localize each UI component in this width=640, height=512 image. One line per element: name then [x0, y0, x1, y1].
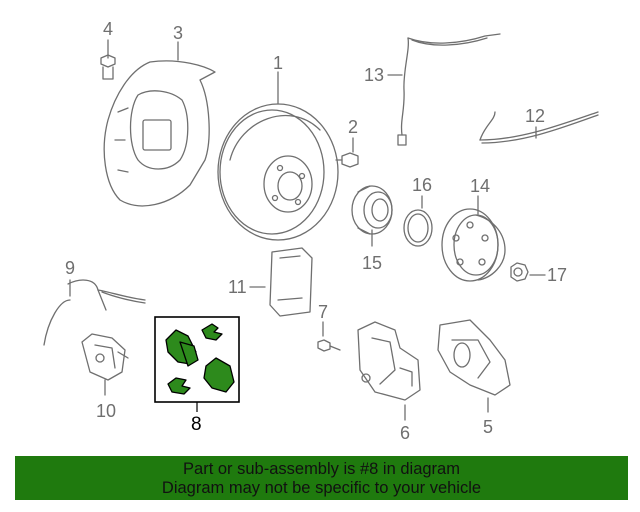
- callout-10: 10: [96, 401, 117, 421]
- axle-nut-part-17: [510, 262, 546, 282]
- callout-5: 5: [483, 417, 494, 437]
- parts-diagram: [43, 33, 599, 421]
- callout-15: 15: [362, 253, 383, 273]
- caliper-part-6: [357, 321, 421, 421]
- wheel-hub-part-14: [441, 195, 506, 282]
- callout-9: 9: [65, 258, 76, 278]
- shim-plate-part-11: [249, 247, 313, 317]
- callout-6: 6: [400, 423, 411, 443]
- caliper-part-5: [437, 319, 511, 413]
- callout-13: 13: [364, 65, 385, 85]
- banner-line-2: Diagram may not be specific to your vehi…: [161, 479, 482, 497]
- dust-shield-part-3: [103, 41, 216, 207]
- brake-pad-kit-part-8[interactable]: [154, 316, 240, 412]
- bolt-part-2: [335, 137, 359, 168]
- callout-17: 17: [547, 265, 568, 285]
- sensor-lead-part-9: [43, 279, 146, 346]
- callout-1: 1: [273, 53, 284, 73]
- callout-16: 16: [412, 175, 433, 195]
- callout-11: 11: [228, 277, 247, 297]
- wheel-bearing-part-15: [351, 185, 393, 247]
- wear-sensor-part-13: [387, 33, 501, 146]
- brake-rotor-part-1: [217, 71, 339, 241]
- pad-clip-lower: [167, 377, 191, 395]
- info-banner: Part or sub-assembly is #8 in diagram Di…: [15, 456, 628, 500]
- callout-8[interactable]: 8: [191, 414, 202, 435]
- pad-clip-upper: [201, 323, 223, 341]
- banner-line-1: Part or sub-assembly is #8 in diagram: [183, 460, 460, 478]
- callout-14: 14: [470, 176, 491, 196]
- bolt-part-7: [317, 321, 341, 352]
- callout-7: 7: [318, 302, 329, 322]
- callout-2: 2: [348, 117, 359, 137]
- bolt-part-4: [100, 39, 116, 80]
- callout-4: 4: [103, 19, 114, 39]
- snap-ring-part-16: [403, 195, 433, 247]
- callout-12: 12: [525, 106, 546, 126]
- caliper-part-10: [81, 333, 129, 396]
- brake-pad-outer: [203, 357, 235, 393]
- sensor-wire-part-12: [479, 111, 599, 144]
- callout-3: 3: [173, 23, 184, 43]
